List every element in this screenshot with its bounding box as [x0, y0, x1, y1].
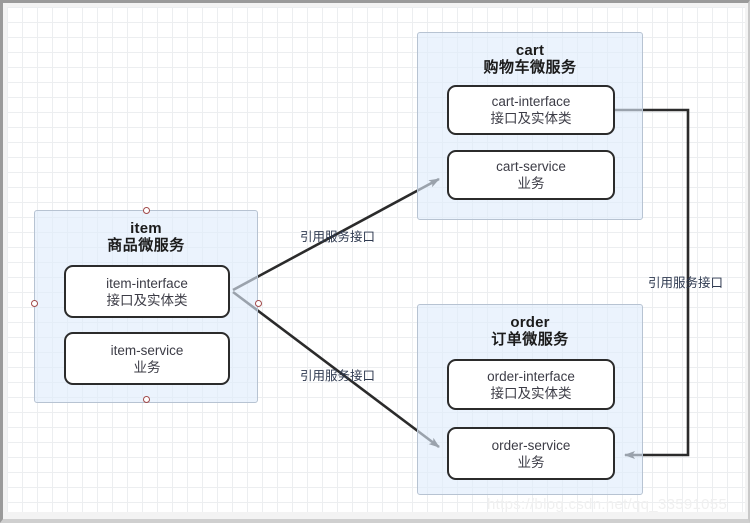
module-order-service-desc: 业务 — [517, 454, 545, 470]
module-order-interface-desc: 接口及实体类 — [490, 385, 572, 401]
grid-background: item 商品微服务 item-interface 接口及实体类 item-se… — [7, 7, 745, 512]
container-cart-subtitle: 购物车微服务 — [483, 59, 577, 76]
module-cart-interface-desc: 接口及实体类 — [490, 111, 572, 126]
module-cart-interface[interactable]: cart-interface 接口及实体类 — [447, 85, 615, 135]
edge-label-item-to-cart: 引用服务接口 — [300, 230, 376, 244]
edge-label-item-to-order: 引用服务接口 — [300, 369, 376, 383]
module-item-interface[interactable]: item-interface 接口及实体类 — [64, 265, 230, 318]
container-order-title: order — [510, 314, 550, 331]
module-order-interface-name: order-interface — [487, 368, 575, 384]
container-cart-title: cart — [515, 42, 545, 59]
module-item-interface-name: item-interface — [106, 275, 188, 291]
container-item-title: item — [130, 220, 162, 237]
container-order-subtitle: 订单微服务 — [491, 331, 569, 348]
module-item-service-name: item-service — [110, 342, 184, 358]
edge-label-cart-to-order: 引用服务接口 — [648, 276, 724, 290]
module-item-interface-desc: 接口及实体类 — [106, 292, 188, 308]
module-order-service[interactable]: order-service 业务 — [447, 427, 615, 480]
module-cart-interface-name: cart-interface — [491, 94, 571, 109]
connection-handle-item-right[interactable] — [255, 300, 262, 307]
module-item-service-desc: 业务 — [133, 359, 161, 375]
module-order-interface[interactable]: order-interface 接口及实体类 — [447, 359, 615, 410]
connection-handle-item-left[interactable] — [31, 300, 38, 307]
watermark: https://blog.csdn.net/qq_33591055 — [487, 496, 728, 513]
connection-handle-item-bottom[interactable] — [143, 396, 150, 403]
connection-handle-item-top[interactable] — [143, 207, 150, 214]
module-order-service-name: order-service — [491, 437, 571, 453]
module-item-service[interactable]: item-service 业务 — [64, 332, 230, 385]
module-cart-service-desc: 业务 — [517, 176, 545, 191]
module-cart-service[interactable]: cart-service 业务 — [447, 150, 615, 200]
module-cart-service-name: cart-service — [496, 159, 566, 174]
container-item-subtitle: 商品微服务 — [107, 237, 185, 254]
